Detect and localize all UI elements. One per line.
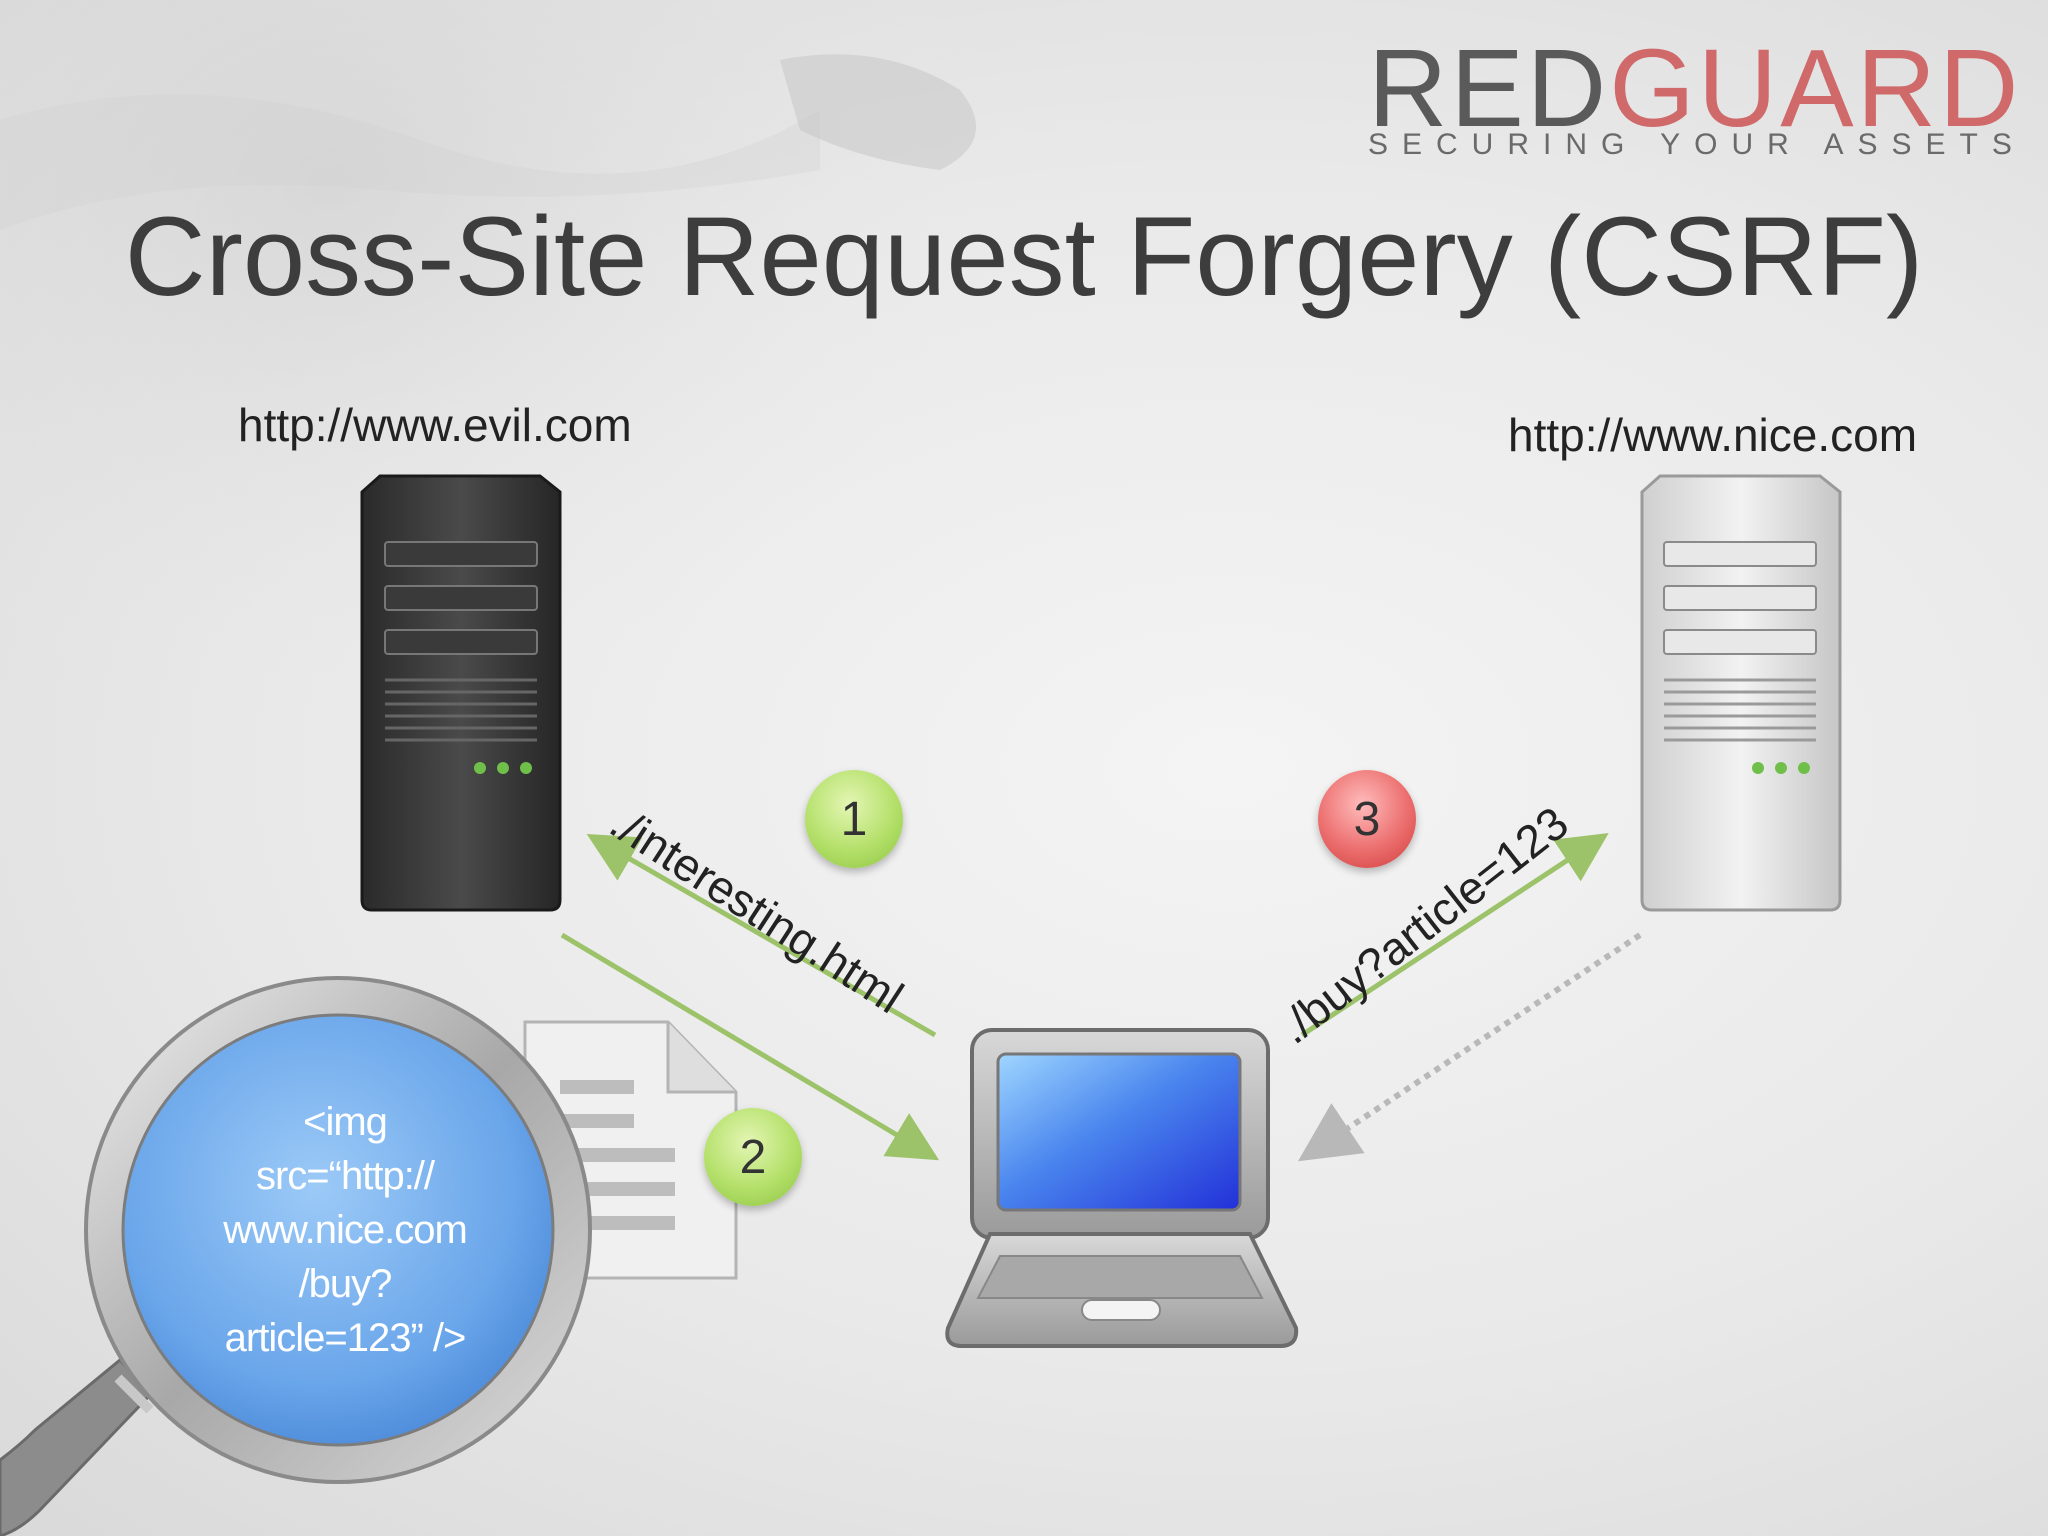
logo-tagline: SECURING YOUR ASSETS bbox=[1368, 128, 2026, 161]
arrow-response-page bbox=[560, 932, 940, 1161]
arrow-request-interesting bbox=[586, 834, 937, 1038]
step-2-badge: 2 bbox=[704, 1108, 802, 1206]
magnifier-icon bbox=[0, 976, 592, 1536]
arrow-nice-response bbox=[1297, 932, 1642, 1162]
code-line: www.nice.com bbox=[223, 1208, 468, 1252]
nice-server-url: http://www.nice.com bbox=[1508, 409, 1918, 461]
logo-text-red: RED bbox=[1368, 27, 1610, 150]
code-line: /buy? bbox=[298, 1262, 393, 1306]
nice-server-icon bbox=[1640, 474, 1842, 912]
code-line: <img bbox=[303, 1100, 388, 1144]
evil-server-icon bbox=[360, 474, 562, 912]
arrow-forged-request bbox=[1300, 832, 1609, 1038]
redguard-logo: REDGUARD bbox=[1368, 34, 2022, 144]
slide-title: Cross-Site Request Forgery (CSRF) bbox=[124, 194, 1924, 319]
code-line: article=123” /> bbox=[224, 1316, 467, 1360]
logo-text-guard: GUARD bbox=[1609, 27, 2022, 150]
step-3-badge: 3 bbox=[1318, 770, 1416, 868]
code-line: src=“http:// bbox=[255, 1154, 435, 1198]
magnified-code: <img src=“http:// www.nice.com /buy? art… bbox=[150, 1095, 540, 1365]
victim-laptop-icon bbox=[945, 1028, 1299, 1348]
step-1-badge: 1 bbox=[805, 770, 903, 868]
evil-server-url: http://www.evil.com bbox=[238, 399, 632, 451]
